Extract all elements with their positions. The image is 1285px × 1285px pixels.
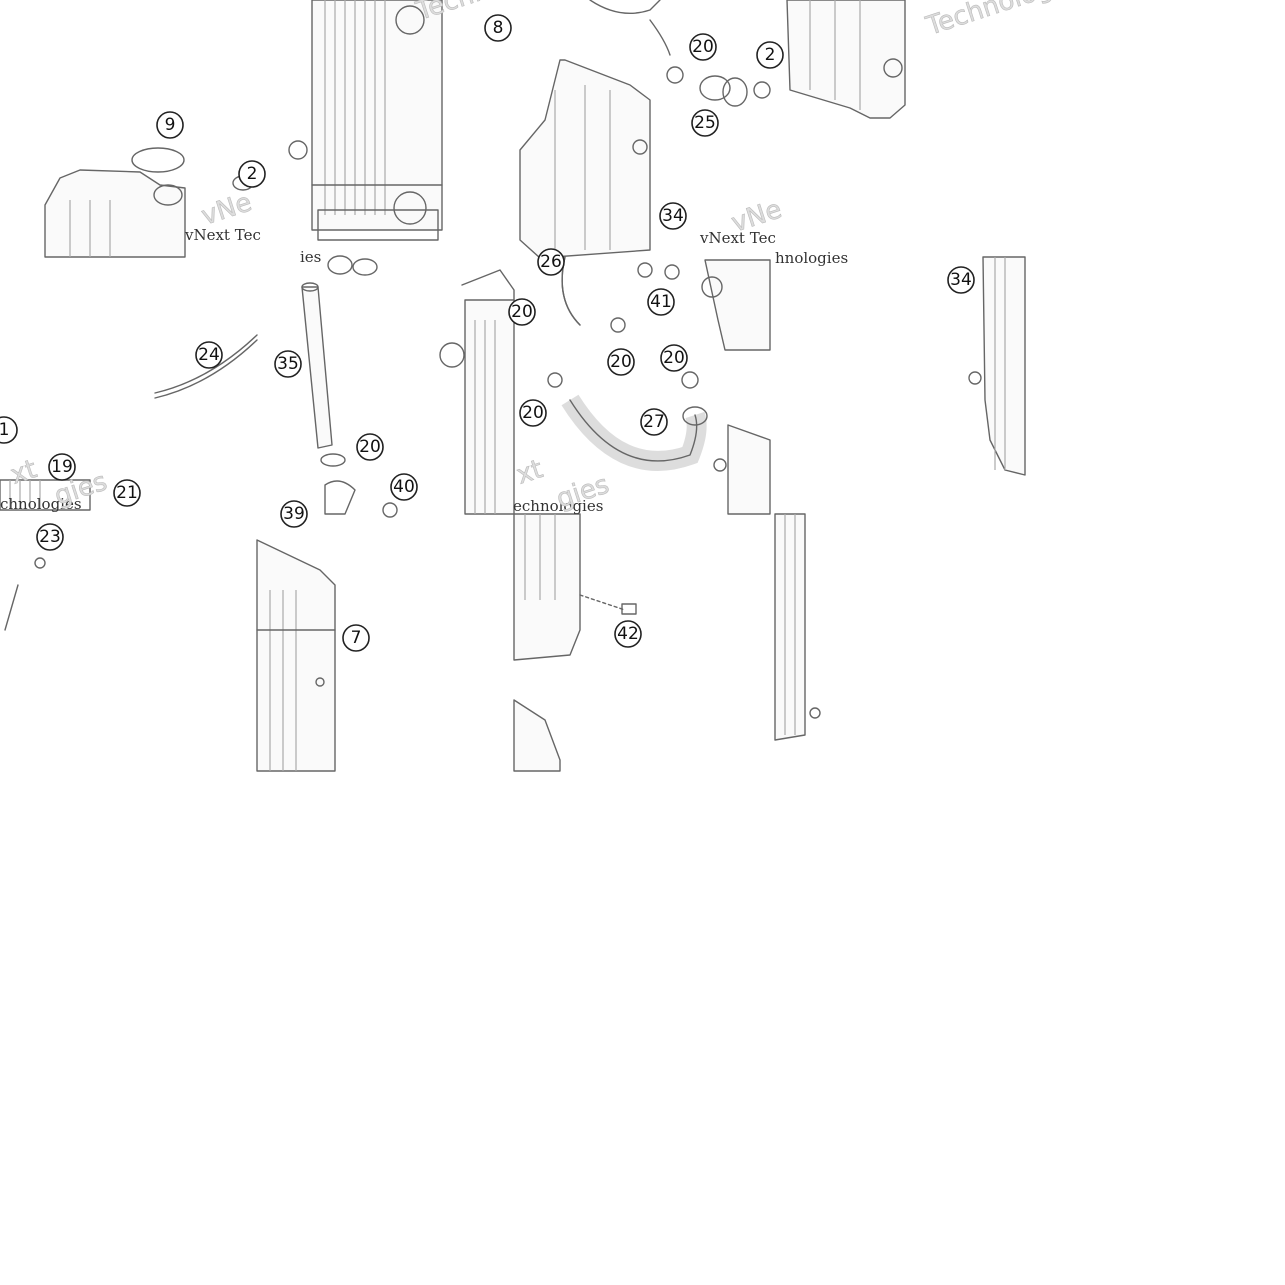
svg-text:20: 20 [359, 437, 381, 457]
watermark-text: vNext Tec [184, 226, 261, 244]
svg-text:20: 20 [522, 403, 544, 423]
callout-9: 9 [156, 111, 184, 139]
callout-21: 21 [113, 479, 141, 507]
watermark-text: echnologies [513, 497, 603, 515]
svg-text:34: 34 [950, 270, 972, 290]
callout-23: 23 [36, 523, 64, 551]
svg-text:2: 2 [765, 45, 776, 65]
callout-35: 35 [274, 350, 302, 378]
radiator-right-middle [701, 259, 771, 515]
svg-text:39: 39 [283, 504, 305, 524]
watermark-text: vNext Tec [699, 229, 776, 247]
svg-text:20: 20 [663, 348, 685, 368]
svg-text:19: 19 [51, 457, 73, 477]
watermark-text: ies [300, 248, 321, 266]
svg-text:21: 21 [116, 483, 138, 503]
svg-text:1: 1 [0, 420, 9, 440]
radiator-shroud-left-side [968, 256, 1026, 476]
coolant-pipe-35 [301, 255, 398, 518]
expansion-tank [44, 147, 254, 258]
svg-text:40: 40 [393, 477, 415, 497]
svg-text:35: 35 [277, 354, 299, 374]
svg-text:41: 41 [650, 292, 672, 312]
svg-text:8: 8 [493, 18, 504, 38]
radiator-right-lower [513, 513, 637, 772]
svg-text:25: 25 [694, 113, 716, 133]
svg-text:34: 34 [662, 206, 684, 226]
fitting-19-21 [0, 479, 91, 511]
svg-text:42: 42 [617, 624, 639, 644]
svg-text:2: 2 [247, 164, 258, 184]
callout-20: 20 [689, 33, 717, 61]
watermark-text: chnologies [0, 495, 82, 513]
clamps-20 [547, 262, 699, 389]
hose-27 [561, 394, 708, 471]
callout-20: 20 [508, 298, 536, 326]
callout-39: 39 [280, 500, 308, 528]
callout-24: 24 [195, 341, 223, 369]
watermark-text: xt [7, 454, 41, 490]
hose-24 [154, 334, 258, 399]
callout-25: 25 [691, 109, 719, 137]
svg-text:23: 23 [39, 527, 61, 547]
callout-19: 19 [48, 453, 76, 481]
radiator-left-middle [439, 269, 515, 515]
callout-2: 2 [238, 160, 266, 188]
radiator-shroud-right-upper [519, 0, 671, 259]
hose-26 [561, 256, 581, 326]
svg-text:24: 24 [198, 345, 220, 365]
svg-text:26: 26 [540, 252, 562, 272]
callout-26: 26 [537, 248, 565, 276]
watermark-text: hnologies [775, 249, 848, 267]
hose-clamp-25 [666, 66, 771, 107]
watermark-text: Technologies [922, 0, 1091, 42]
callout-labels: 8 20 2 9 25 2 34 26 34 41 20 24 20 20 35 20 27 1 20 19 40 21 3… [0, 14, 975, 652]
radiator-left-upper [288, 0, 443, 241]
callout-20: 20 [356, 433, 384, 461]
watermark-text: vNe [728, 194, 786, 238]
radiator-right-upper [786, 0, 906, 119]
svg-text:20: 20 [511, 302, 533, 322]
callout-20: 20 [660, 344, 688, 372]
svg-text:7: 7 [351, 628, 362, 648]
watermark-text: gies [553, 470, 613, 515]
callout-20: 20 [519, 399, 547, 427]
watermark-text: xt [513, 454, 547, 490]
radiator-left-lower [256, 539, 336, 772]
svg-text:27: 27 [643, 412, 665, 432]
callout-34: 34 [947, 266, 975, 294]
callout-8: 8 [484, 14, 512, 42]
callout-40: 40 [390, 473, 418, 501]
callout-20: 20 [607, 348, 635, 376]
callout-34: 34 [659, 202, 687, 230]
callout-27: 27 [640, 408, 668, 436]
hose-23 [4, 557, 46, 631]
callout-7: 7 [342, 624, 370, 652]
callout-1: 1 [0, 416, 18, 444]
svg-text:20: 20 [610, 352, 632, 372]
radiator-shroud-lower [774, 513, 821, 741]
callout-2: 2 [756, 41, 784, 69]
callout-41: 41 [647, 288, 675, 316]
svg-text:9: 9 [165, 115, 176, 135]
svg-text:20: 20 [692, 37, 714, 57]
callout-42: 42 [614, 620, 642, 648]
